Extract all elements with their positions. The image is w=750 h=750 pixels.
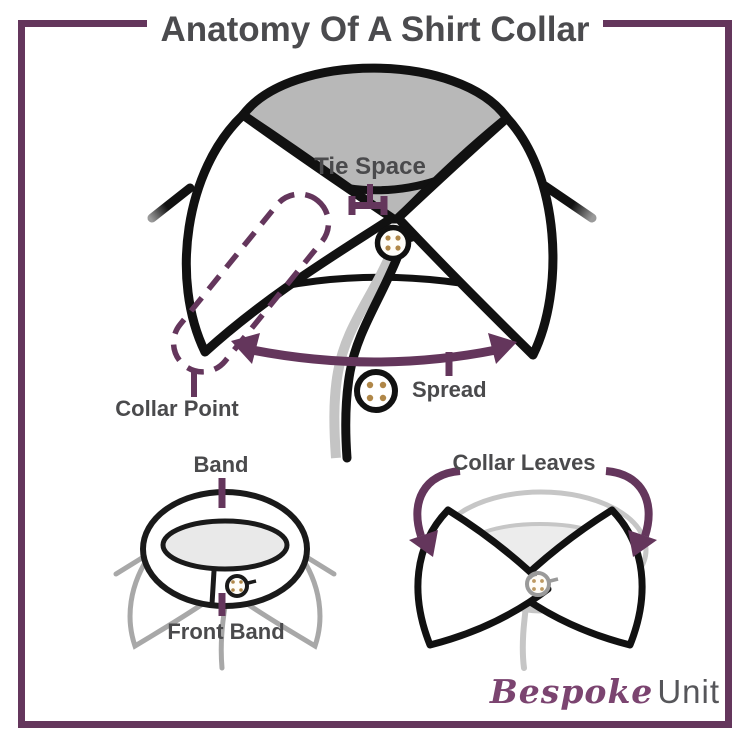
band-label: Band (193, 452, 249, 477)
placket-shadow (329, 257, 393, 459)
left-shoulder-seam (147, 183, 195, 223)
collar-band-opening (160, 518, 290, 572)
collar-leaves-label: Collar Leaves (452, 450, 596, 475)
collar-point-label: Collar Point (115, 396, 239, 421)
band-button (225, 574, 257, 598)
frame-border-left (18, 20, 25, 728)
ghost-button (525, 571, 559, 597)
collar-button (374, 224, 420, 262)
frame-border-top-left (18, 20, 147, 27)
main-collar-diagram (147, 63, 597, 463)
brand-logo-text: Unit (657, 673, 720, 710)
tie-space-label: Tie Space (314, 153, 426, 180)
frame-border-top-right (603, 20, 732, 27)
collar-leaves-diagram (409, 467, 657, 671)
right-shoulder-seam (540, 181, 597, 223)
frame-border-bottom (18, 721, 732, 728)
placket-button (354, 369, 398, 413)
spread-arrow (231, 333, 517, 376)
band-diagram (113, 478, 337, 671)
frame-border-right (725, 20, 732, 728)
left-leaf (414, 506, 552, 649)
front-band-seam (209, 568, 217, 607)
brand-logo-script: Bespoke (489, 672, 654, 711)
left-collar-leaf (181, 110, 397, 357)
collar-point-highlight (170, 191, 332, 375)
placket-edge (341, 253, 402, 463)
right-collar-leaf (393, 113, 558, 360)
page-title: Anatomy Of A Shirt Collar (160, 10, 590, 49)
front-band-label: Front Band (167, 619, 285, 644)
tie-space-marker (348, 184, 388, 215)
spread-label: Spread (412, 377, 487, 402)
collar-leaves-arrows (409, 467, 657, 557)
right-leaf (508, 506, 646, 649)
